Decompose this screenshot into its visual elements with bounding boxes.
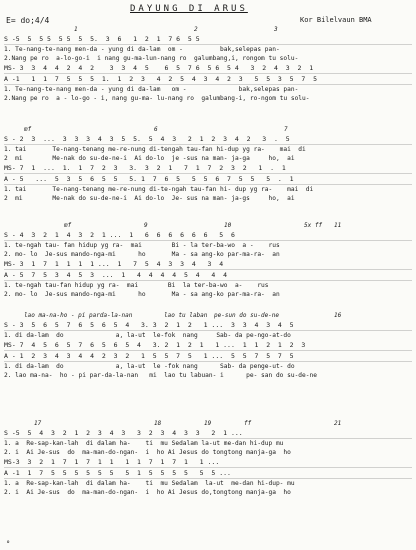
measure-annotation: lao tu laban — [164, 312, 208, 319]
key-signature: E= do;4/4 — [6, 16, 50, 25]
notation-line: A -1 1 1 7 5 5 5 1. 1 2 3 4 2 5 4 3 4 2 … — [4, 75, 318, 83]
beat-underline — [4, 330, 412, 331]
measure-annotation: 7 — [284, 126, 288, 133]
notation-line: A -1 1 7 5 5 5 5 5 5 5 1 5 5 5 5 5 5 ... — [4, 469, 231, 477]
notation-line: S - 4 3 2 1 4 3 2 1 ... 1 6 6 6 6 6 6 5 … — [4, 231, 235, 239]
lyric-line: 2. i Ai Je-sus do ma-man-do-ngan- i ho A… — [4, 489, 291, 496]
beat-underline — [4, 361, 412, 362]
music-system: lao ma-na-ho - pi parda-la-nan lao tu lab… — [4, 312, 412, 395]
lyric-line: 1. te-ngah tau-fan hidup yg ra- mai Bi l… — [4, 282, 269, 289]
lyric-line: 1. tai Te-nang-tenang me-re-nung di-te-n… — [4, 186, 314, 193]
lyric-line: 2. lao ma-na- ho - pi par-da-la-nan mi l… — [4, 372, 317, 379]
measure-annotation: 11 — [334, 222, 342, 229]
notation-line: MS- 3 3 4 4 2 4 2 3 3 4 5 6 5 7 6 5 6 5 … — [4, 64, 314, 72]
measure-annotation: 6 — [154, 126, 158, 133]
notation-line: A - 5 ... 5 3 5 6 5 5 5. 1 7 6 5 5 5 6 7… — [4, 175, 294, 183]
notation-line: A - 1 2 3 4 3 4 4 2 3 2 1 5 5 7 5 1 ... … — [4, 352, 294, 360]
page-footer-mark: ° — [6, 540, 11, 548]
composer-credit: Kor Bilelvaun BMA — [300, 16, 372, 24]
music-system: mf 6 7 S - 2 3 ... 3 3 3 4 3 5 5. 5 4 3 2 1… — [4, 126, 412, 209]
measure-annotation: lao ma-na-ho - pi parda-la-nan — [24, 312, 133, 319]
beat-underline — [4, 478, 412, 479]
beat-underline — [4, 269, 412, 270]
measure-annotation: 1 — [74, 26, 78, 33]
measure-annotation: 2 — [194, 26, 198, 33]
beat-underline — [4, 73, 412, 74]
beat-underline — [4, 280, 412, 281]
lyric-line: 2. i Ai Je-sus do ma-man-do-ngan- i ho A… — [4, 449, 291, 456]
notation-line: S -5 5 4 3 2 1 2 3 4 3 3 2 3 4 3 3 2 1 .… — [4, 429, 243, 437]
measure-annotation: mf — [24, 126, 32, 133]
lyric-line: 1. di da-lam do a, la-ut le-fok nang Sab… — [4, 332, 291, 339]
measure-annotation: pe-sun do su-de-ne — [214, 312, 280, 319]
song-title: DAYUNG DI ARUS — [130, 4, 248, 14]
lyric-line: 1. a Re-sap-kan-lah di dalam ha- ti mu S… — [4, 480, 295, 487]
measure-annotation: 9 — [144, 222, 148, 229]
lyric-line: 1. di da-lam do a, la-ut le -fok nang Sa… — [4, 363, 295, 370]
lyric-line: 1. tai Te-nang-tenang me-re-nung di-teng… — [4, 146, 306, 153]
lyric-line: 1. te-ngah tau- fan hidup yg ra- mai Bi … — [4, 242, 280, 249]
music-system: mf 9 10 5x ff 11 S - 4 3 2 1 4 3 2 1 ... 1 6 … — [4, 222, 412, 305]
music-system: 17 18 19 ff 21 S -5 5 4 3 2 1 2 3 4 3 3 2 3 4… — [4, 420, 412, 503]
measure-annotation: 10 — [224, 222, 232, 229]
notation-line: MS- 3 1 7 1 1 1 1 ... 1 7 5 4 3 3 4 3 4 — [4, 260, 224, 268]
beat-underline — [4, 173, 412, 174]
notation-line: A - 5 7 5 3 4 5 3 ... 1 4 4 4 4 5 4 4 4 — [4, 271, 228, 279]
measure-annotation: 21 — [334, 420, 342, 427]
measure-annotation: mf — [64, 222, 72, 229]
notation-line: S - 3 5 6 5 7 6 5 6 5 4 3. 3 2 1 2 1 ...… — [4, 321, 294, 329]
measure-annotation: ff — [244, 420, 252, 427]
lyric-line: 1. a Re-sap-kan-lah di dalam ha- ti mu S… — [4, 440, 284, 447]
notation-line: MS- 7 4 5 6 5 7 6 5 6 5 4 3. 2 1 2 1 1 .… — [4, 341, 306, 349]
beat-underline — [4, 438, 412, 439]
beat-underline — [4, 184, 412, 185]
music-system: 1 2 3 S -5 5 5 5 5 5 5 5. 3 6 1 2 1 7 6 5 5… — [4, 26, 412, 109]
measure-annotation: 17 — [34, 420, 42, 427]
lyric-line: 2 mi Me-nak do su-de-ne-i Ai do-lo je -s… — [4, 155, 295, 162]
lyric-line: 1. Te-nang-te-nang men-da - yung di da-l… — [4, 86, 299, 93]
lyric-line: 2.Nang pe ro a-lo-go-i i nang gu-ma-lun-… — [4, 55, 299, 62]
measure-annotation: 3 — [274, 26, 278, 33]
measure-annotation: 5x ff — [304, 222, 323, 229]
beat-underline — [4, 240, 412, 241]
measure-annotation: 19 — [204, 420, 212, 427]
beat-underline — [4, 467, 412, 468]
beat-underline — [4, 144, 412, 145]
beat-underline — [4, 44, 412, 45]
notation-line: S - 2 3 ... 3 3 3 4 3 5 5. 5 4 3 2 1 2 3… — [4, 135, 290, 143]
beat-underline — [4, 84, 412, 85]
score-header: DAYUNG DI ARUS E= do;4/4 Kor Bilelvaun B… — [0, 4, 416, 26]
lyric-line: 2. mo- lo Je-sus mando-nga-mi ho Ma - sa… — [4, 291, 280, 298]
measure-annotation: 18 — [154, 420, 162, 427]
beat-underline — [4, 350, 412, 351]
lyric-line: 2.Nang pe ro a - lo-go - i, nang gu-ma- … — [4, 95, 310, 102]
notation-line: MS-3 3 2 1 7 1 7 1 1 1 1 7 1 7 1 1 ... — [4, 458, 220, 466]
notation-line: MS- 7 1 ... 1. 1 7 2 3 3. 3 2 1 7 1 7 2 … — [4, 164, 286, 172]
notation-line: S -5 5 5 5 5 5 5 5. 3 6 1 2 1 7 6 5 5 — [4, 35, 243, 43]
lyric-line: 2 mi Me-nak do su-de-ne-i Ai do-lo Je- s… — [4, 195, 295, 202]
lyric-line: 2. mo- lo Je-sus mando-nga-mi ho Ma - sa… — [4, 251, 280, 258]
lyric-line: 1. Te-nang-te-nang men-da - yung di da-l… — [4, 46, 280, 53]
measure-annotation: 16 — [334, 312, 342, 319]
